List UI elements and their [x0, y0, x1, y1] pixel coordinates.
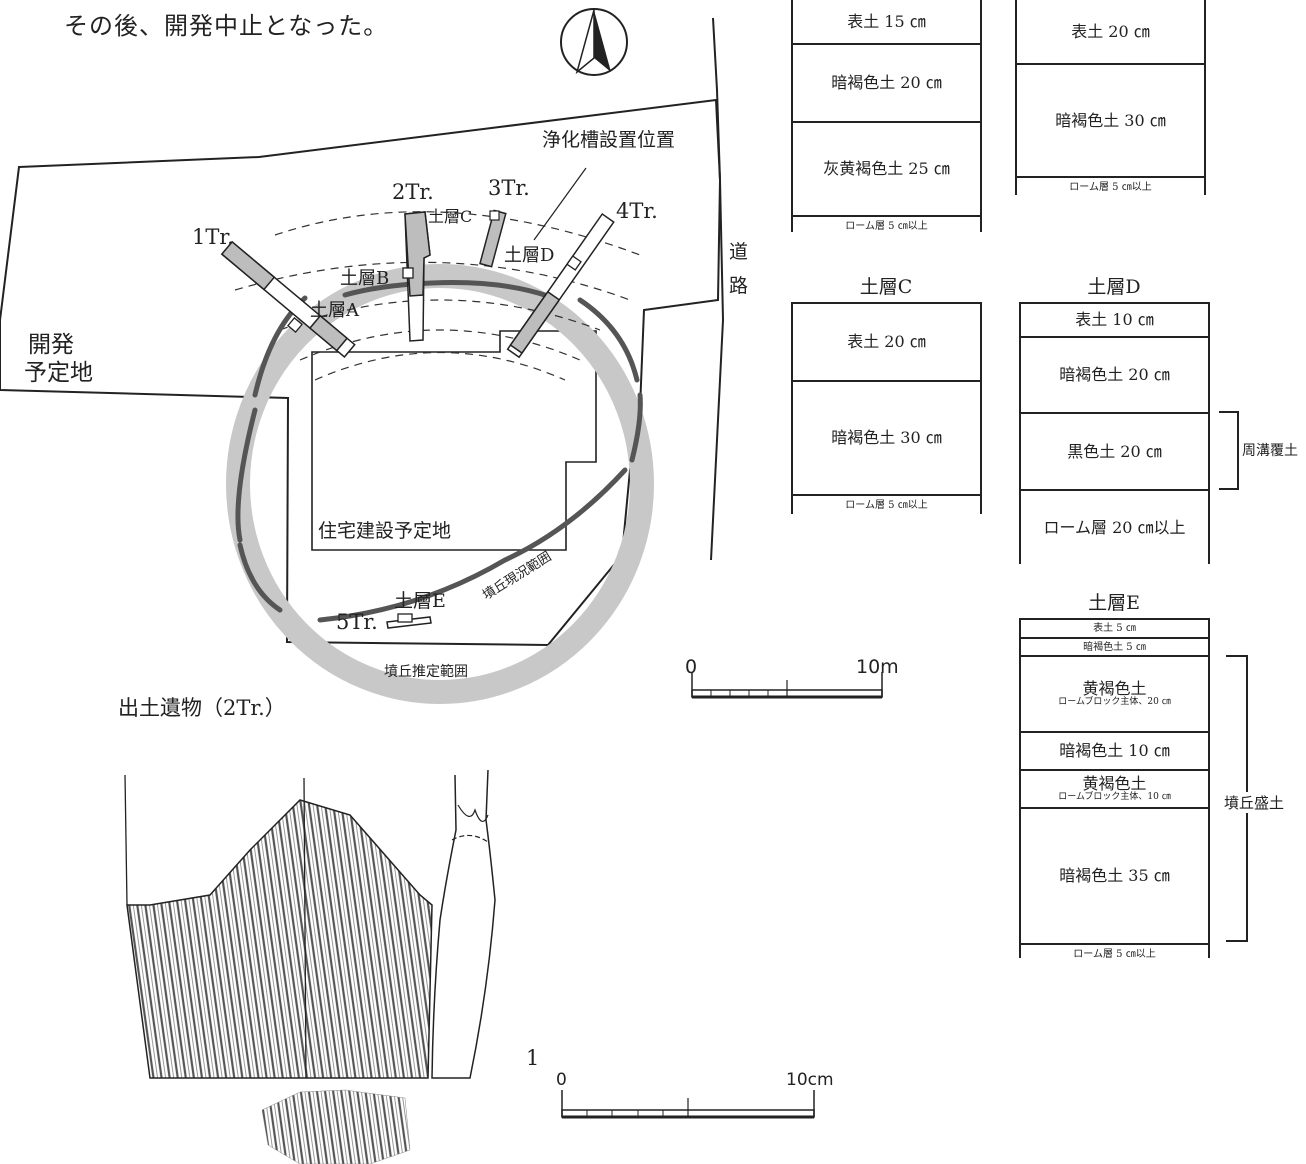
section-c-title: 土層C	[859, 276, 913, 298]
section-d-cell: 表土 10 ㎝	[1075, 310, 1154, 330]
septic-tank-label: 浄化槽設置位置	[542, 129, 675, 151]
layer-a-label: 土層A	[310, 300, 360, 321]
artifact-scale-min: 0	[556, 1070, 567, 1090]
section-e-cell: 黄褐色土 ロームブロック主体、10 ㎝	[1021, 769, 1208, 807]
section-e-cell-sub: ロームブロック主体、10 ㎝	[1058, 791, 1171, 802]
section-e-cell-main: 黄褐色土	[1082, 679, 1147, 699]
section-d-title: 土層D	[1087, 276, 1141, 298]
pottery-drawing	[124, 769, 496, 1164]
section-e-bracket-label: 墳丘盛土	[1224, 792, 1285, 813]
housing-site-label: 住宅建設予定地	[318, 520, 451, 542]
section-d-bracket	[1219, 411, 1239, 490]
trench-1-label: 1Tr.	[192, 225, 234, 249]
section-d-cell: 暗褐色土 20 ㎝	[1021, 336, 1208, 412]
trench-4	[506, 212, 615, 359]
trench-3-label: 3Tr.	[488, 176, 530, 200]
artifact-scale-max: 10cm	[786, 1070, 834, 1090]
mound-estimated-label: 墳丘推定範囲	[384, 663, 468, 680]
section-c-cell: ローム層 5 ㎝以上	[793, 494, 980, 514]
layer-e-label: 土層E	[394, 590, 446, 612]
dev-site-label-2: 予定地	[24, 360, 93, 386]
map-scale-bar	[691, 672, 883, 699]
section-d-column: 表土 10 ㎝ 暗褐色土 20 ㎝ 黒色土 20 ㎝ ローム層 20 ㎝以上	[1019, 302, 1210, 564]
map-scale-min: 0	[685, 656, 698, 678]
section-e-cell: 黄褐色土 ロームブロック主体、20 ㎝	[1021, 655, 1208, 731]
north-arrow-icon	[560, 8, 628, 76]
mound-current-label: 墳丘現況範囲	[480, 549, 554, 603]
layer-b-label: 土層B	[340, 268, 389, 289]
artifact-scale-bar	[561, 1090, 815, 1119]
section-b-cell: 暗褐色土 30 ㎝	[1017, 63, 1204, 176]
section-a-cell: 表土 15 ㎝	[847, 11, 926, 31]
section-c-cell: 暗褐色土 30 ㎝	[793, 380, 980, 494]
mound-current-line	[235, 280, 643, 623]
trench-3	[479, 209, 507, 268]
map-scale-max: 10m	[856, 656, 899, 678]
section-e-column: 表土 5 ㎝ 暗褐色土 5 ㎝ 黄褐色土 ロームブロック主体、20 ㎝ 暗褐色土…	[1019, 618, 1210, 960]
layer-c-label: 土層C	[428, 207, 472, 226]
section-e-cell-sub: ロームブロック主体、20 ㎝	[1058, 696, 1171, 707]
housing-site-boundary	[311, 330, 597, 551]
section-b-cell: ローム層 5 ㎝以上	[1017, 176, 1204, 196]
section-d-bracket-label: 周溝覆土	[1242, 443, 1298, 459]
road-edge-line	[710, 17, 725, 561]
road-label: 道	[729, 241, 748, 263]
section-c-column: 表土 20 ㎝ 暗褐色土 30 ㎝ ローム層 5 ㎝以上	[791, 302, 982, 514]
section-a-cell: ローム層 5 ㎝以上	[793, 215, 980, 235]
section-e-cell: 暗褐色土 35 ㎝	[1021, 807, 1208, 943]
section-d-cell: 黒色土 20 ㎝	[1021, 412, 1208, 489]
section-b-cell: 表土 20 ㎝	[1071, 21, 1150, 41]
dev-site-label: 開発	[28, 332, 74, 358]
section-a-column: 表土 15 ㎝ 暗褐色土 20 ㎝ 灰黄褐色土 25 ㎝ ローム層 5 ㎝以上	[791, 0, 982, 232]
trench-1	[220, 240, 356, 359]
section-e-cell: 暗褐色土 10 ㎝	[1021, 731, 1208, 769]
section-e-cell: 表土 5 ㎝	[1093, 623, 1136, 634]
section-e-cell-main: 黄褐色土	[1082, 774, 1147, 794]
layer-markers	[287, 255, 582, 623]
trench-2-label: 2Tr.	[392, 180, 434, 204]
mound-estimated-ring	[226, 264, 654, 704]
section-e-cell: ローム層 5 ㎝以上	[1021, 943, 1208, 963]
section-e-title: 土層E	[1088, 592, 1140, 614]
road-label-2: 路	[729, 275, 748, 297]
contour-dashed-arcs	[234, 211, 641, 381]
section-a-cell: 暗褐色土 20 ㎝	[793, 43, 980, 121]
section-e-cell: 暗褐色土 5 ㎝	[1021, 637, 1208, 655]
layer-d-label: 土層D	[504, 245, 554, 266]
artifacts-title: 出土遺物（2Tr.）	[118, 696, 286, 720]
section-a-cell: 灰黄褐色土 25 ㎝	[793, 121, 980, 215]
trench-5-label: 5Tr.	[336, 610, 378, 634]
artifact-number: 1	[526, 1046, 540, 1070]
section-d-cell: ローム層 20 ㎝以上	[1021, 489, 1208, 564]
trench-4-label: 4Tr.	[616, 199, 658, 223]
intro-text: その後、開発中止となった。	[64, 12, 389, 40]
section-c-cell: 表土 20 ㎝	[847, 332, 926, 352]
septic-leader-line	[533, 167, 587, 241]
section-b-column: 表土 20 ㎝ 暗褐色土 30 ㎝ ローム層 5 ㎝以上	[1015, 0, 1206, 195]
